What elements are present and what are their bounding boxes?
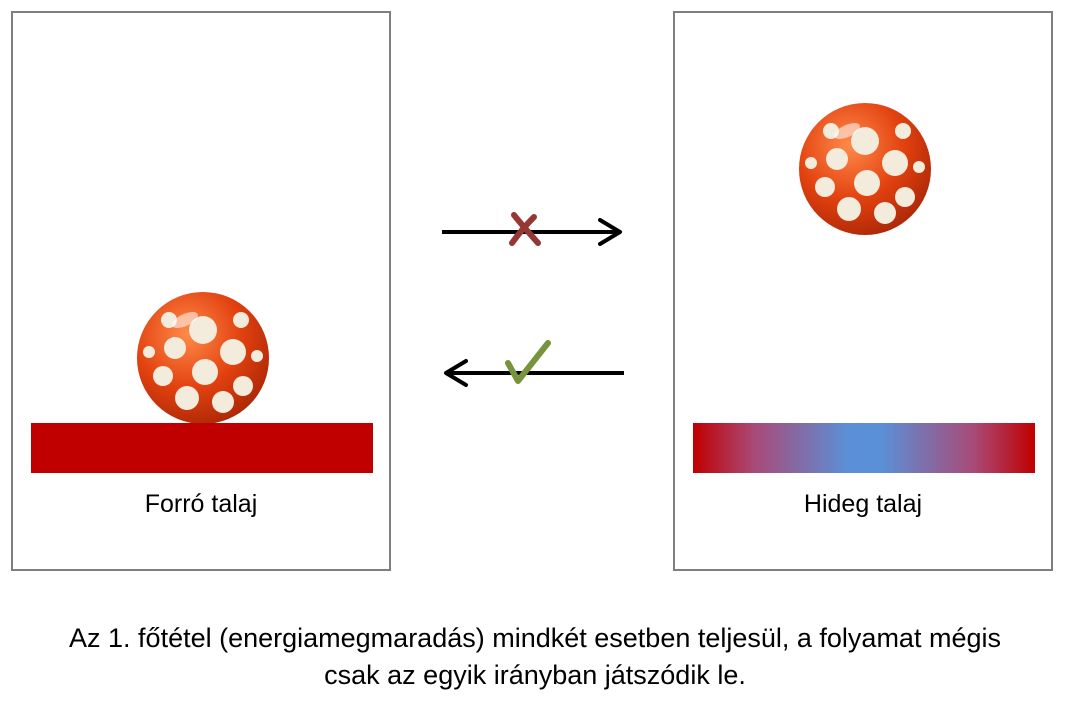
check-icon [505, 340, 551, 384]
backward-arrow [444, 359, 624, 387]
panel-cold-ground: Hideg talaj [673, 11, 1053, 571]
caption-line-1: Az 1. főtétel (energiamegmaradás) mindké… [69, 623, 1001, 653]
ball-image [135, 290, 271, 426]
caption: Az 1. főtétel (energiamegmaradás) mindké… [0, 620, 1070, 694]
cold-ground-label: Hideg talaj [803, 490, 923, 518]
hot-ground-bar [31, 423, 373, 473]
panel-hot-ground: Forró talaj [11, 11, 391, 571]
process-arrows [430, 195, 640, 395]
cross-icon [509, 212, 541, 246]
cold-ground-bar [693, 423, 1035, 473]
ball-image [797, 101, 933, 237]
hot-ground-label: Forró talaj [144, 490, 258, 518]
caption-line-2: csak az egyik irányban játszódik le. [324, 660, 746, 690]
